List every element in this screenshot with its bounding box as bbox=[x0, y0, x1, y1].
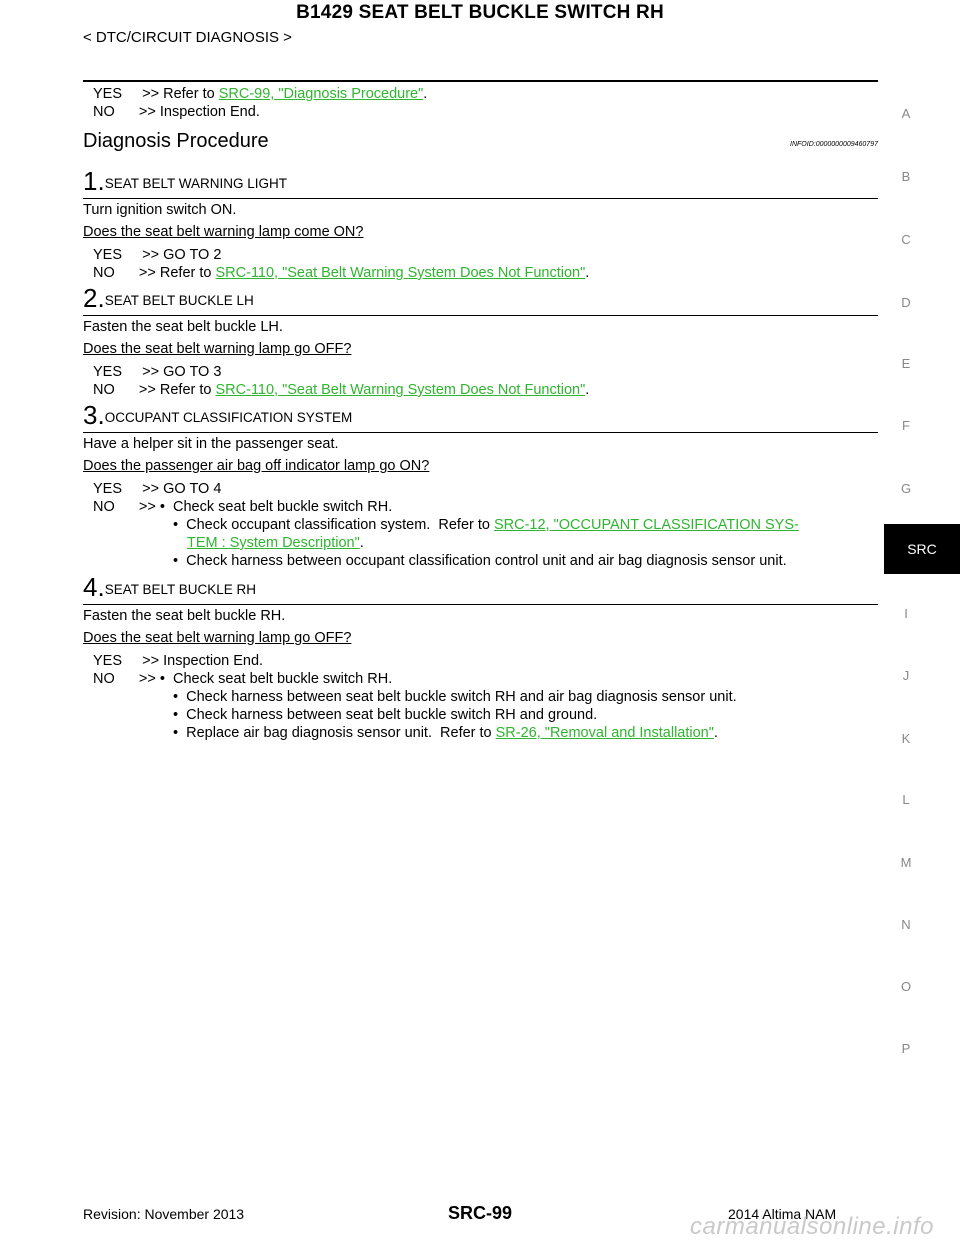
footer-revision: Revision: November 2013 bbox=[83, 1206, 245, 1222]
footer-page-number: SRC-99 bbox=[447, 1203, 513, 1223]
link-removal-installation[interactable]: SR-26, "Removal and Installation" bbox=[495, 725, 714, 741]
step-3-yes: YES >> GO TO 4 bbox=[93, 481, 222, 497]
side-index-a[interactable]: A bbox=[901, 106, 911, 121]
side-index-p[interactable]: P bbox=[901, 1041, 911, 1056]
step-3-instruction: Have a helper sit in the passenger seat. bbox=[83, 436, 339, 452]
step-3-question: Does the passenger air bag off indicator… bbox=[83, 458, 430, 474]
step-4-no-2: • Check harness between seat belt buckle… bbox=[173, 689, 737, 705]
page-title: B1429 SEAT BELT BUCKLE SWITCH RH bbox=[296, 2, 664, 23]
step-2-heading: 2.SEAT BELT BUCKLE LH bbox=[83, 283, 254, 313]
header-rule bbox=[83, 80, 878, 82]
intro-yes-line: YES >> Refer to SRC-99, "Diagnosis Proce… bbox=[93, 86, 428, 102]
step-4-question: Does the seat belt warning lamp go OFF? bbox=[83, 630, 352, 646]
step-4-no-1: NO >> • Check seat belt buckle switch RH… bbox=[93, 671, 393, 687]
step-3-heading: 3.OCCUPANT CLASSIFICATION SYSTEM bbox=[83, 400, 353, 430]
side-index-src-tab[interactable]: SRC bbox=[884, 524, 960, 574]
step-4-yes: YES >> Inspection End. bbox=[93, 653, 264, 669]
side-index-l[interactable]: L bbox=[902, 792, 910, 807]
step-3-no-3: • Check harness between occupant classif… bbox=[173, 553, 787, 569]
side-index-c[interactable]: C bbox=[901, 232, 911, 247]
step-4-rule bbox=[83, 604, 878, 605]
step-4-no-4: • Replace air bag diagnosis sensor unit.… bbox=[173, 725, 718, 741]
link-diagnosis-procedure[interactable]: SRC-99, "Diagnosis Procedure" bbox=[218, 86, 424, 102]
side-index-d[interactable]: D bbox=[901, 295, 911, 310]
side-index-k[interactable]: K bbox=[901, 731, 911, 746]
step-3-no-1: NO >> • Check seat belt buckle switch RH… bbox=[93, 499, 393, 515]
step-4-heading: 4.SEAT BELT BUCKLE RH bbox=[83, 572, 256, 602]
step-2-question: Does the seat belt warning lamp go OFF? bbox=[83, 341, 352, 357]
side-index-e[interactable]: E bbox=[901, 356, 911, 371]
step-1-no: NO >> Refer to SRC-110, "Seat Belt Warni… bbox=[93, 265, 590, 281]
section-title: Diagnosis Procedure bbox=[83, 130, 269, 152]
link-occupant-classification-cont[interactable]: TEM : System Description" bbox=[187, 535, 360, 551]
step-1-instruction: Turn ignition switch ON. bbox=[83, 202, 237, 218]
intro-no-line: NO >> Inspection End. bbox=[93, 104, 260, 120]
step-1-heading: 1.SEAT BELT WARNING LIGHT bbox=[83, 166, 287, 196]
side-index-f[interactable]: F bbox=[902, 418, 910, 433]
link-occupant-classification[interactable]: SRC-12, "OCCUPANT CLASSIFICATION SYS- bbox=[493, 517, 799, 533]
side-index-n[interactable]: N bbox=[901, 917, 911, 932]
footer-model: 2014 Altima NAM bbox=[728, 1206, 837, 1222]
side-index-o[interactable]: O bbox=[900, 979, 912, 994]
step-4-instruction: Fasten the seat belt buckle RH. bbox=[83, 608, 286, 624]
side-index-i[interactable]: I bbox=[904, 606, 908, 621]
step-2-yes: YES >> GO TO 3 bbox=[93, 364, 222, 380]
step-3-no-2: • Check occupant classification system. … bbox=[173, 517, 799, 533]
step-4-no-3: • Check harness between seat belt buckle… bbox=[173, 707, 598, 723]
step-3-no-2-cont: TEM : System Description". bbox=[187, 535, 364, 551]
side-index-g[interactable]: G bbox=[900, 481, 912, 496]
step-2-no: NO >> Refer to SRC-110, "Seat Belt Warni… bbox=[93, 382, 590, 398]
link-seat-belt-warning-system[interactable]: SRC-110, "Seat Belt Warning System Does … bbox=[215, 382, 586, 398]
step-2-rule bbox=[83, 315, 878, 316]
side-index-j[interactable]: J bbox=[902, 668, 910, 683]
info-id: INFOID:0000000009460797 bbox=[790, 141, 878, 148]
step-1-yes: YES >> GO TO 2 bbox=[93, 247, 222, 263]
side-index-b[interactable]: B bbox=[901, 169, 911, 184]
link-seat-belt-warning-system[interactable]: SRC-110, "Seat Belt Warning System Does … bbox=[215, 265, 586, 281]
side-index-m[interactable]: M bbox=[900, 855, 912, 870]
section-subheader: < DTC/CIRCUIT DIAGNOSIS > bbox=[83, 29, 292, 46]
step-1-question: Does the seat belt warning lamp come ON? bbox=[83, 224, 364, 240]
step-3-rule bbox=[83, 432, 878, 433]
step-1-rule bbox=[83, 198, 878, 199]
step-2-instruction: Fasten the seat belt buckle LH. bbox=[83, 319, 283, 335]
